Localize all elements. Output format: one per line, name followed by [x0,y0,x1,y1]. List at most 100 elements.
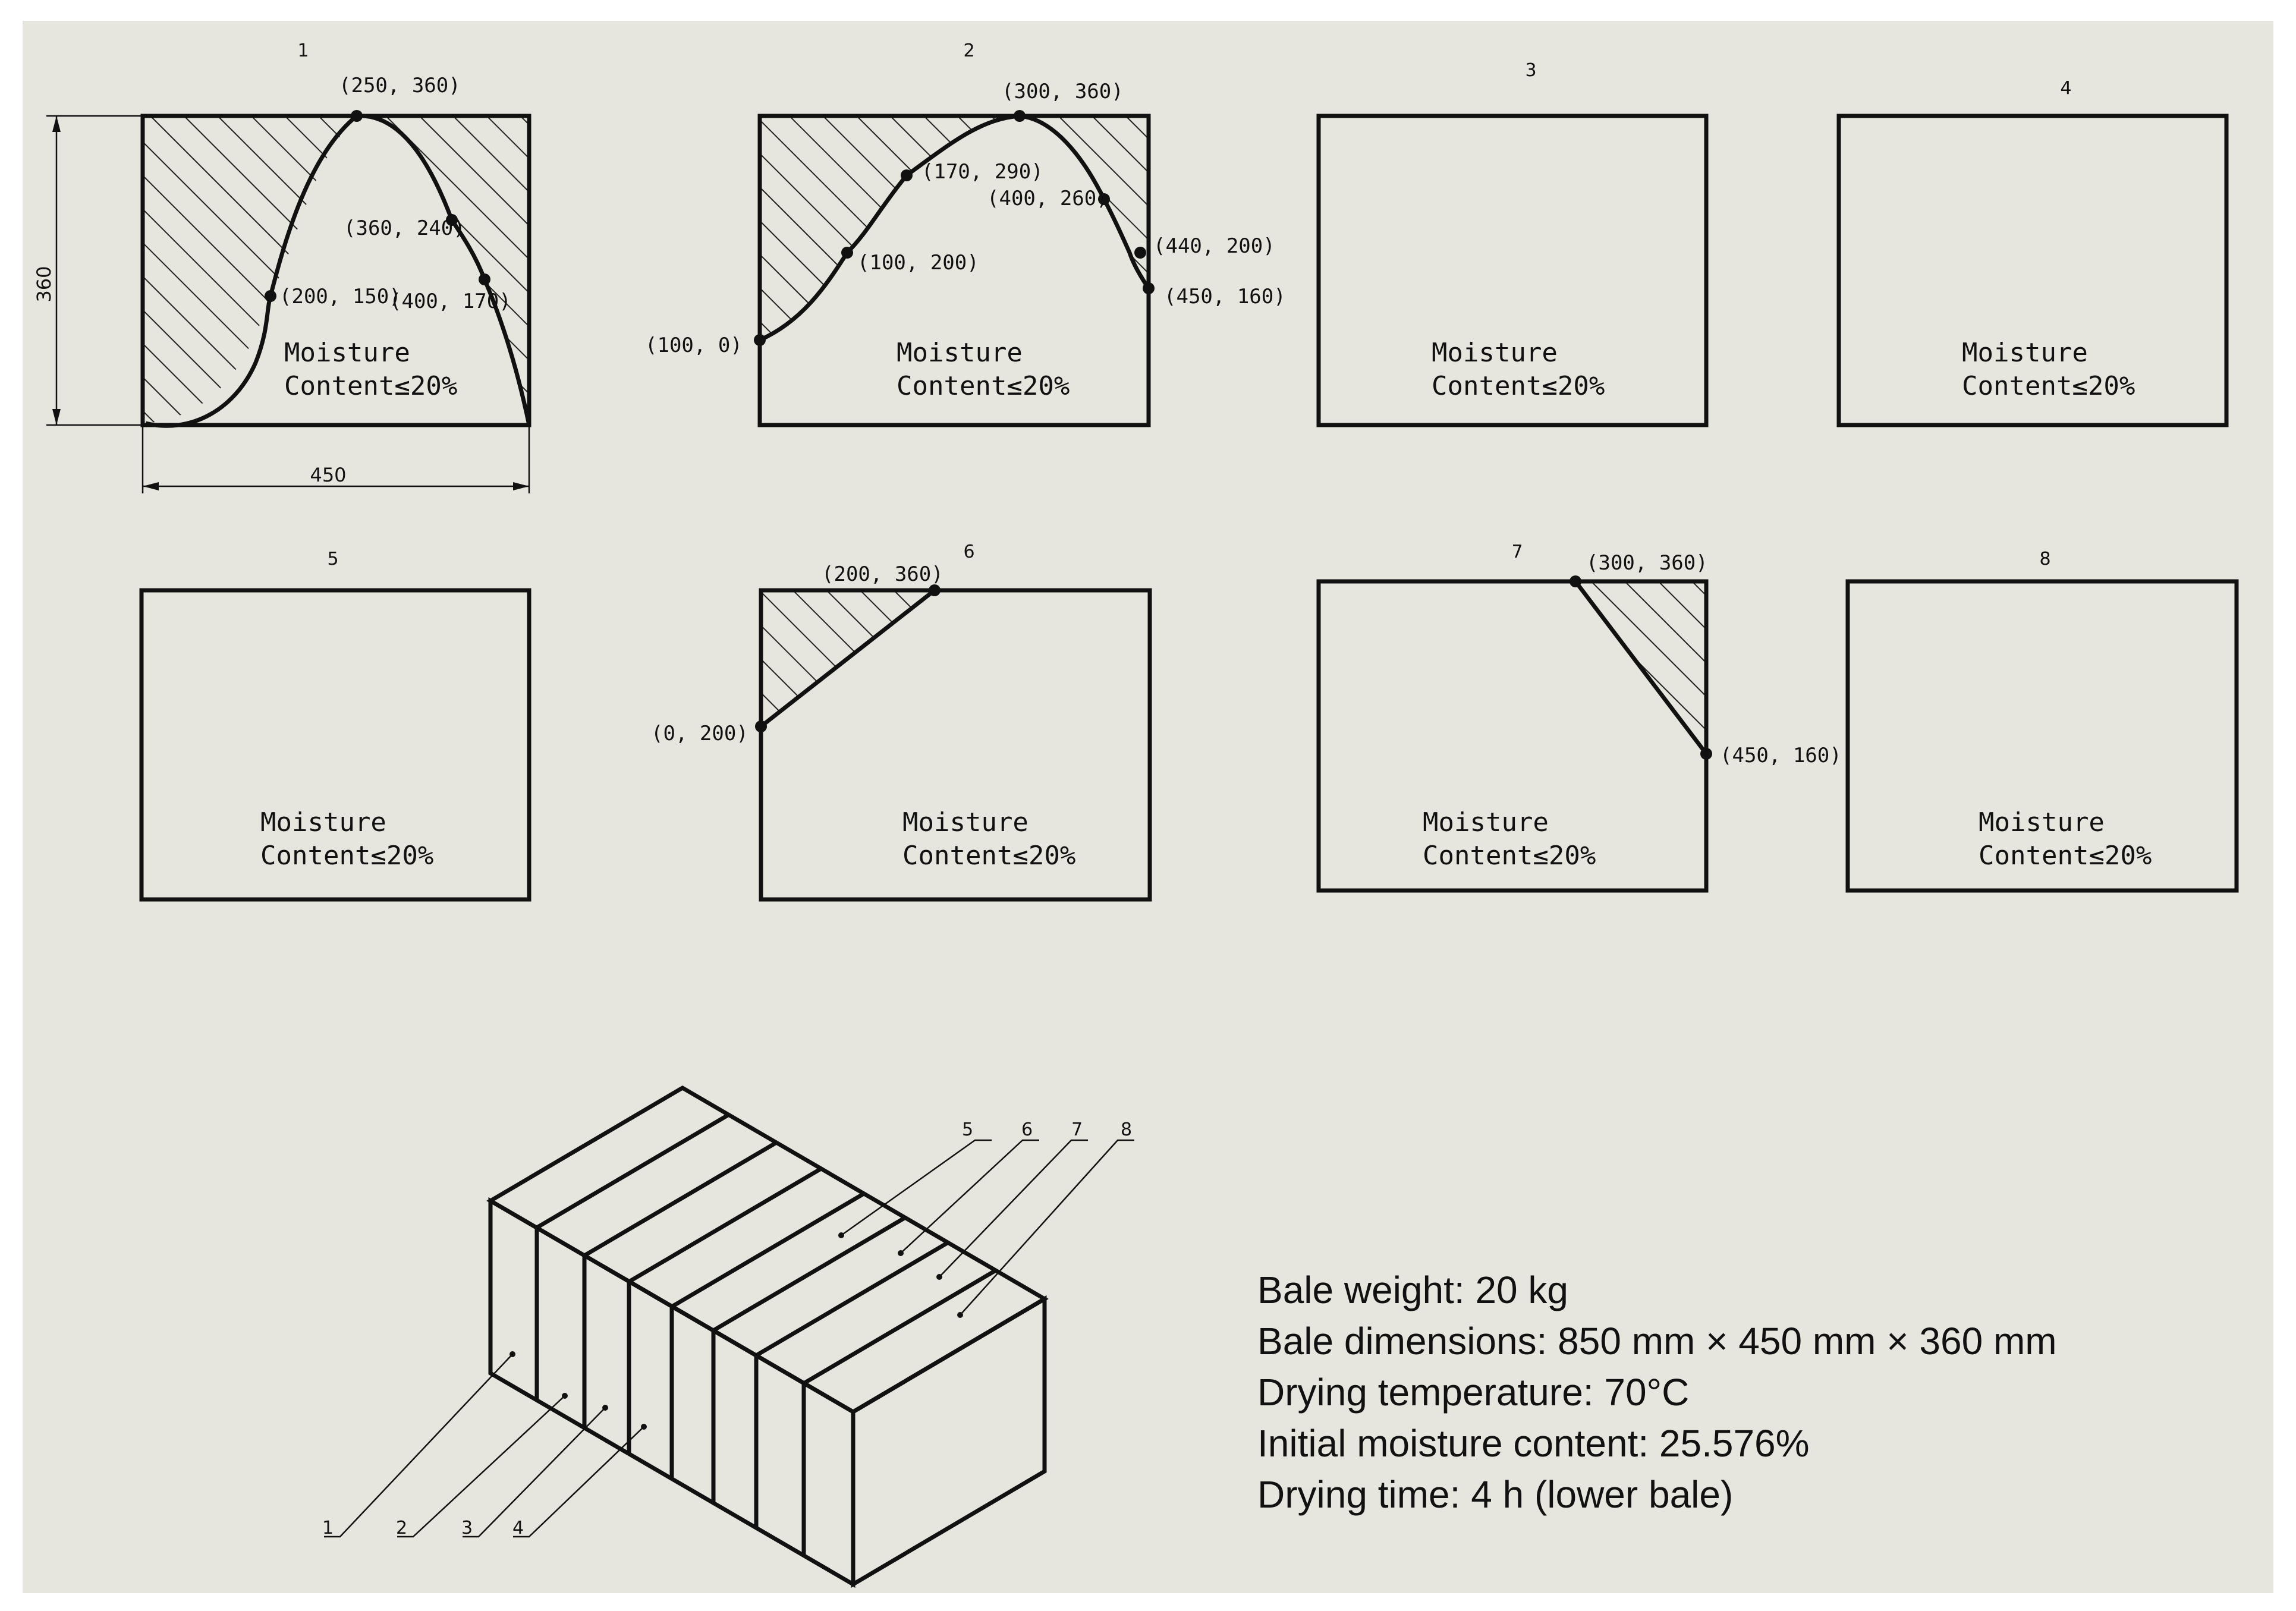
panel-7-moisture-line2: Content≤20% [1423,841,1596,871]
panel-2-point-g-label: (100, 0) [645,333,743,357]
panel-7-point-b-label: (450, 160) [1720,744,1842,767]
panel-2-point-d-label: (440, 200) [1153,234,1275,258]
panel-1-width-arrow-left [143,482,159,490]
panel-8-box [1845,579,2239,893]
leader-2-line [397,1395,565,1538]
leader-4-line [513,1426,644,1538]
panel-2-point-c [1098,193,1110,205]
leader-7-line [939,1139,1088,1278]
panel-8: 8 Moisture Content≤20% [1845,549,2239,893]
panel-7: 7 (300, 360) (450, 160) Moisture Content… [1316,542,1842,893]
panel-1-height-arrow-top [52,116,61,132]
panel-3-moisture-line2: Content≤20% [1432,371,1605,401]
panel-6: 6 (200, 360) (0, 200) Moisture Content≤2… [651,542,1152,902]
panel-2-moisture-boundary [759,114,1150,342]
panel-1-point-d-label: (400, 170) [389,290,511,313]
divider-4 [671,1191,865,1309]
panel-4-number: 4 [2060,78,2071,99]
panel-2-moisture-line1: Moisture [897,338,1023,368]
panel-1-width-arrow-right [513,482,529,490]
panel-2-point-e [841,247,853,259]
panel-2-point-c-label: (400, 260) [987,187,1109,210]
spec-drying-time: Drying time: 4 h (lower bale) [1257,1473,1733,1516]
panel-2-point-b [901,169,913,181]
panel-3: 3 Moisture Content≤20% [1316,60,1709,427]
panel-1-point-c [265,290,276,302]
panel-3-moisture-line1: Moisture [1432,338,1558,368]
bale-label-7: 7 [1071,1119,1083,1140]
spec-initial-moisture: Initial moisture content: 25.576% [1257,1422,1810,1465]
panel-8-moisture-line2: Content≤20% [1979,841,2152,871]
divider-6 [755,1240,949,1358]
panel-7-box [1316,579,1709,893]
bale-label-4: 4 [512,1518,524,1538]
panel-1-height-dim-label: 360 [33,266,55,302]
spec-bale-weight: Bale weight: 20 kg [1257,1269,1568,1311]
bale-section-dividers [534,1112,997,1556]
panel-4-moisture-line2: Content≤20% [1962,371,2135,401]
spec-bale-dimensions: Bale dimensions: 850 mm × 450 mm × 360 m… [1257,1320,2057,1363]
panel-5-moisture-line2: Content≤20% [260,841,433,871]
panel-7-moisture-line1: Moisture [1423,807,1549,838]
panel-2-point-f [1143,282,1155,294]
panel-2-point-b-label: (170, 290) [921,160,1043,184]
panel-2-moisture-line2: Content≤20% [897,371,1070,401]
panel-7-number: 7 [1511,542,1523,562]
panel-5-moisture-line1: Moisture [260,807,386,838]
panel-7-point-a [1570,575,1581,587]
panel-4-moisture-line1: Moisture [1962,338,2088,368]
panel-7-point-b [1700,748,1712,760]
panel-1-height-arrow-bottom [52,409,61,425]
leader-8-line [960,1139,1134,1316]
panel-6-point-b [755,720,767,732]
panel-3-number: 3 [1525,60,1536,81]
panel-1-moisture-line2: Content≤20% [284,371,457,401]
panel-7-point-a-label: (300, 360) [1586,551,1708,575]
panel-5-box [139,588,531,902]
panel-1: 1 (250, 360) (360, 240) (200, 150) (400,… [33,40,531,493]
panel-1-point-b-label: (360, 240) [344,216,466,240]
panel-6-number: 6 [963,542,974,562]
panel-6-moisture-boundary [759,589,936,728]
panel-6-box [759,588,1152,902]
bale-label-2: 2 [396,1518,407,1538]
panel-2-hatch [760,116,1149,340]
panel-2-point-e-label: (100, 200) [857,251,979,275]
divider-2 [583,1140,778,1258]
leader-5-line [841,1139,992,1236]
panel-3-box [1316,114,1709,427]
bale-label-8: 8 [1121,1119,1132,1140]
isometric-bale: 1 2 3 4 5 6 7 8 [322,1085,1134,1588]
panel-2-point-a-label: (300, 360) [1002,80,1124,103]
panel-1-point-a [351,110,363,122]
bale-label-1: 1 [322,1518,334,1538]
bale-front-face [488,1197,856,1588]
panel-2-number: 2 [963,40,974,61]
divider-5 [712,1215,907,1333]
spec-drying-temperature: Drying temperature: 70°C [1257,1371,1689,1414]
divider-7 [803,1268,997,1386]
panel-5-number: 5 [327,549,338,569]
panel-1-hatch-right [357,116,529,425]
leader-3-line [463,1407,606,1538]
panel-6-point-b-label: (0, 200) [651,722,748,745]
bale-label-5: 5 [962,1119,973,1140]
bale-leaders-upper: 5 6 7 8 [838,1119,1134,1318]
panel-2-point-a [1014,110,1026,122]
panel-6-moisture-line1: Moisture [902,807,1029,838]
bale-label-6: 6 [1021,1119,1033,1140]
panel-6-point-a [929,584,941,596]
panel-1-moisture-line1: Moisture [284,338,410,368]
leader-1-line [324,1354,513,1538]
panel-1-point-c-label: (200, 150) [279,285,401,309]
panel-4: 4 Moisture Content≤20% [1836,78,2229,427]
panel-1-number: 1 [297,40,309,61]
divider-3 [628,1166,822,1284]
panel-2-box [757,114,1151,427]
panel-8-number: 8 [2039,549,2050,569]
panel-6-moisture-line2: Content≤20% [902,841,1075,871]
leader-6-line [900,1139,1039,1254]
panel-1-width-dim-label: 450 [310,464,346,486]
divider-1 [536,1112,730,1230]
